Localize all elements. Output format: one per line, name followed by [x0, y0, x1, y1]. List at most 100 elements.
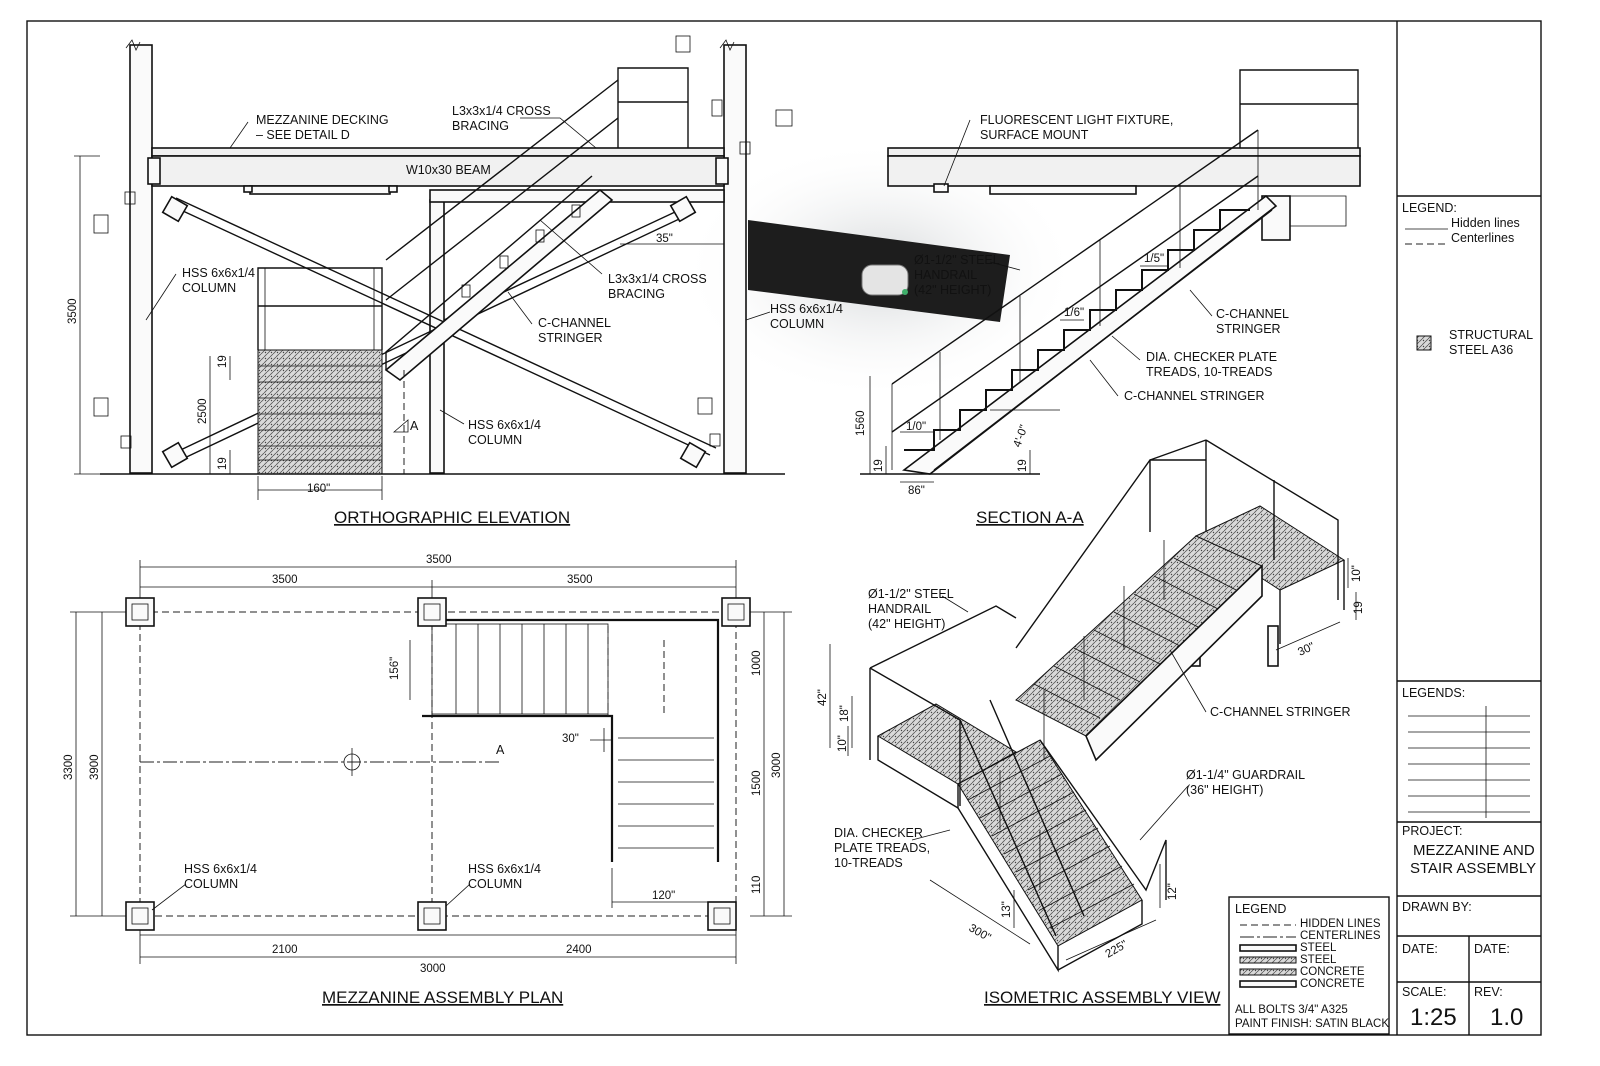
elev-section-mark: A: [410, 419, 419, 433]
plan-left-column-label-2: COLUMN: [184, 877, 238, 891]
section-dim-slope-3: 1/0": [906, 421, 926, 433]
iso-handrail-label-2: HANDRAIL: [868, 602, 931, 616]
tb-scale-value: 1:25: [1410, 1004, 1457, 1031]
legend-item-hidden: HIDDEN LINES: [1300, 918, 1381, 930]
section-dim-height: 1560: [855, 410, 867, 436]
legend-item-concrete-2: CONCRETE: [1300, 978, 1365, 990]
iso-handrail-label-3: (42" HEIGHT): [868, 617, 945, 631]
elev-decking-label-2: – SEE DETAIL D: [256, 128, 350, 142]
tb-drawn-by: DRAWN BY:: [1402, 900, 1472, 914]
tb-project-name: MEZZANINE AND: [1413, 842, 1535, 859]
plan-dim-run: 120": [652, 890, 675, 902]
plan-dim-top-left: 3500: [272, 574, 298, 586]
elev-decking-label: MEZZANINE DECKING: [256, 113, 389, 127]
iso-dim-13: 13": [1001, 901, 1013, 918]
tb-rev-head: REV:: [1474, 985, 1503, 999]
iso-treads-label-3: 10-TREADS: [834, 856, 903, 870]
elevation-title: ORTHOGRAPHIC ELEVATION: [334, 508, 570, 527]
iso-treads-label: DIA. CHECKER: [834, 826, 923, 840]
section-stringer-bottom-label: C-CHANNEL STRINGER: [1124, 389, 1265, 403]
tb-project-name-2: STAIR ASSEMBLY: [1410, 860, 1536, 877]
tb-legend-steel-2: STEEL A36: [1449, 343, 1513, 357]
plan-dim-overall-top: 3500: [426, 554, 452, 566]
plan-mid-column-label: HSS 6x6x1/4: [468, 862, 541, 876]
section-light-label: FLUORESCENT LIGHT FIXTURE,: [980, 113, 1173, 127]
sheet-border: [26, 20, 1542, 1036]
section-view: [860, 69, 1361, 483]
tb-legend-center: Centerlines: [1451, 231, 1514, 245]
elev-dim-width: 160": [307, 483, 330, 495]
plan-section-mark: A: [496, 743, 505, 757]
plan-dim-top-right: 3500: [567, 574, 593, 586]
legend-note-paint: PAINT FINISH: SATIN BLACK: [1235, 1018, 1389, 1030]
elev-mid-column-label: HSS 6x6x1/4: [468, 418, 541, 432]
plan-dim-right-outer: 3000: [771, 752, 783, 778]
section-stringer-label-2: STRINGER: [1216, 322, 1281, 336]
elev-right-column-label: HSS 6x6x1/4: [770, 302, 843, 316]
section-title: SECTION A-A: [976, 508, 1084, 527]
plan-dim-stair-width: 156": [389, 657, 401, 680]
plan-dim-landing: 30": [562, 733, 579, 745]
isometric-view: [829, 439, 1357, 973]
legend-item-steel: STEEL: [1300, 942, 1337, 954]
section-dim-angle: 4'-0": [1012, 423, 1031, 449]
title-block: [1396, 21, 1541, 1035]
section-steps: [904, 209, 1250, 451]
elev-cross-bracing-label: L3x3x1/4 CROSS: [452, 104, 551, 118]
elev-deck: [151, 147, 725, 157]
iso-dim-10: 10": [837, 735, 849, 752]
elev-cross-bracing-mid-label: L3x3x1/4 CROSS: [608, 272, 707, 286]
legend-item-center: CENTERLINES: [1300, 930, 1381, 942]
iso-handrail-label: Ø1-1/2" STEEL: [868, 587, 954, 601]
plan-dim-left-outer: 3300: [63, 754, 75, 780]
plan-dim-left-inner: 3900: [89, 754, 101, 780]
section-treads-label-2: TREADS, 10-TREADS: [1146, 365, 1272, 379]
section-handrail-label: Ø1-1/2" STEEL: [914, 253, 1000, 267]
iso-guardrail-label: Ø1-1/4" GUARDRAIL: [1186, 768, 1305, 782]
plan-view: [70, 560, 792, 964]
tb-legend-hidden: Hidden lines: [1451, 216, 1520, 230]
legend-box: [1228, 896, 1390, 1035]
tb-project-head: PROJECT:: [1402, 824, 1462, 838]
iso-dim-12: 12": [1167, 883, 1179, 900]
iso-dim-10-right: 10": [1351, 565, 1363, 582]
elev-cross-bracing-label-2: BRACING: [452, 119, 509, 133]
tb-date-2: DATE:: [1474, 942, 1510, 956]
plan-left-column-label: HSS 6x6x1/4: [184, 862, 257, 876]
section-dim-riser-right: 19: [1017, 459, 1029, 472]
section-handrail-label-3: (42" HEIGHT): [914, 283, 991, 297]
elev-dim-span: 35": [656, 233, 673, 245]
elev-stringer-label: C-CHANNEL: [538, 316, 611, 330]
elev-left-column-label-2: COLUMN: [182, 281, 236, 295]
iso-dim-19-right: 19: [1353, 601, 1365, 614]
photo-beam-artifact: [680, 140, 1080, 400]
elev-stair-treads: [257, 349, 383, 475]
isometric-title: ISOMETRIC ASSEMBLY VIEW: [984, 988, 1220, 1007]
iso-guardrail-label-2: (36" HEIGHT): [1186, 783, 1263, 797]
section-stringer-label: C-CHANNEL: [1216, 307, 1289, 321]
elev-cross-bracing-mid-label-2: BRACING: [608, 287, 665, 301]
legend-box-title: LEGEND: [1235, 902, 1286, 916]
elev-dim-riser-bottom: 19: [217, 457, 229, 470]
tb-legends-head: LEGENDS:: [1402, 686, 1465, 700]
plan-dim-right-a: 1000: [751, 650, 763, 676]
iso-treads-label-2: PLATE TREADS,: [834, 841, 930, 855]
section-dim-slope-2: 1/6": [1064, 307, 1084, 319]
tb-legend-head: LEGEND:: [1402, 201, 1457, 215]
section-treads-label: DIA. CHECKER PLATE: [1146, 350, 1277, 364]
elev-left-column-label: HSS 6x6x1/4: [182, 266, 255, 280]
section-dim-riser-left: 19: [873, 459, 885, 472]
legend-item-steel-2: STEEL: [1300, 954, 1337, 966]
section-light-label-2: SURFACE MOUNT: [980, 128, 1089, 142]
plan-dim-bottom-right: 2400: [566, 944, 592, 956]
tb-rev-value: 1.0: [1490, 1004, 1523, 1031]
section-dim-slope-1: 1/5": [1144, 253, 1164, 265]
plan-dim-right-b: 1500: [751, 770, 763, 796]
section-dim-base: 86": [908, 485, 925, 497]
legend-item-concrete: CONCRETE: [1300, 966, 1365, 978]
elevation-view: [74, 35, 793, 500]
iso-dim-18: 18": [839, 705, 851, 722]
plan-columns: [125, 597, 751, 931]
tb-scale-head: SCALE:: [1402, 985, 1446, 999]
